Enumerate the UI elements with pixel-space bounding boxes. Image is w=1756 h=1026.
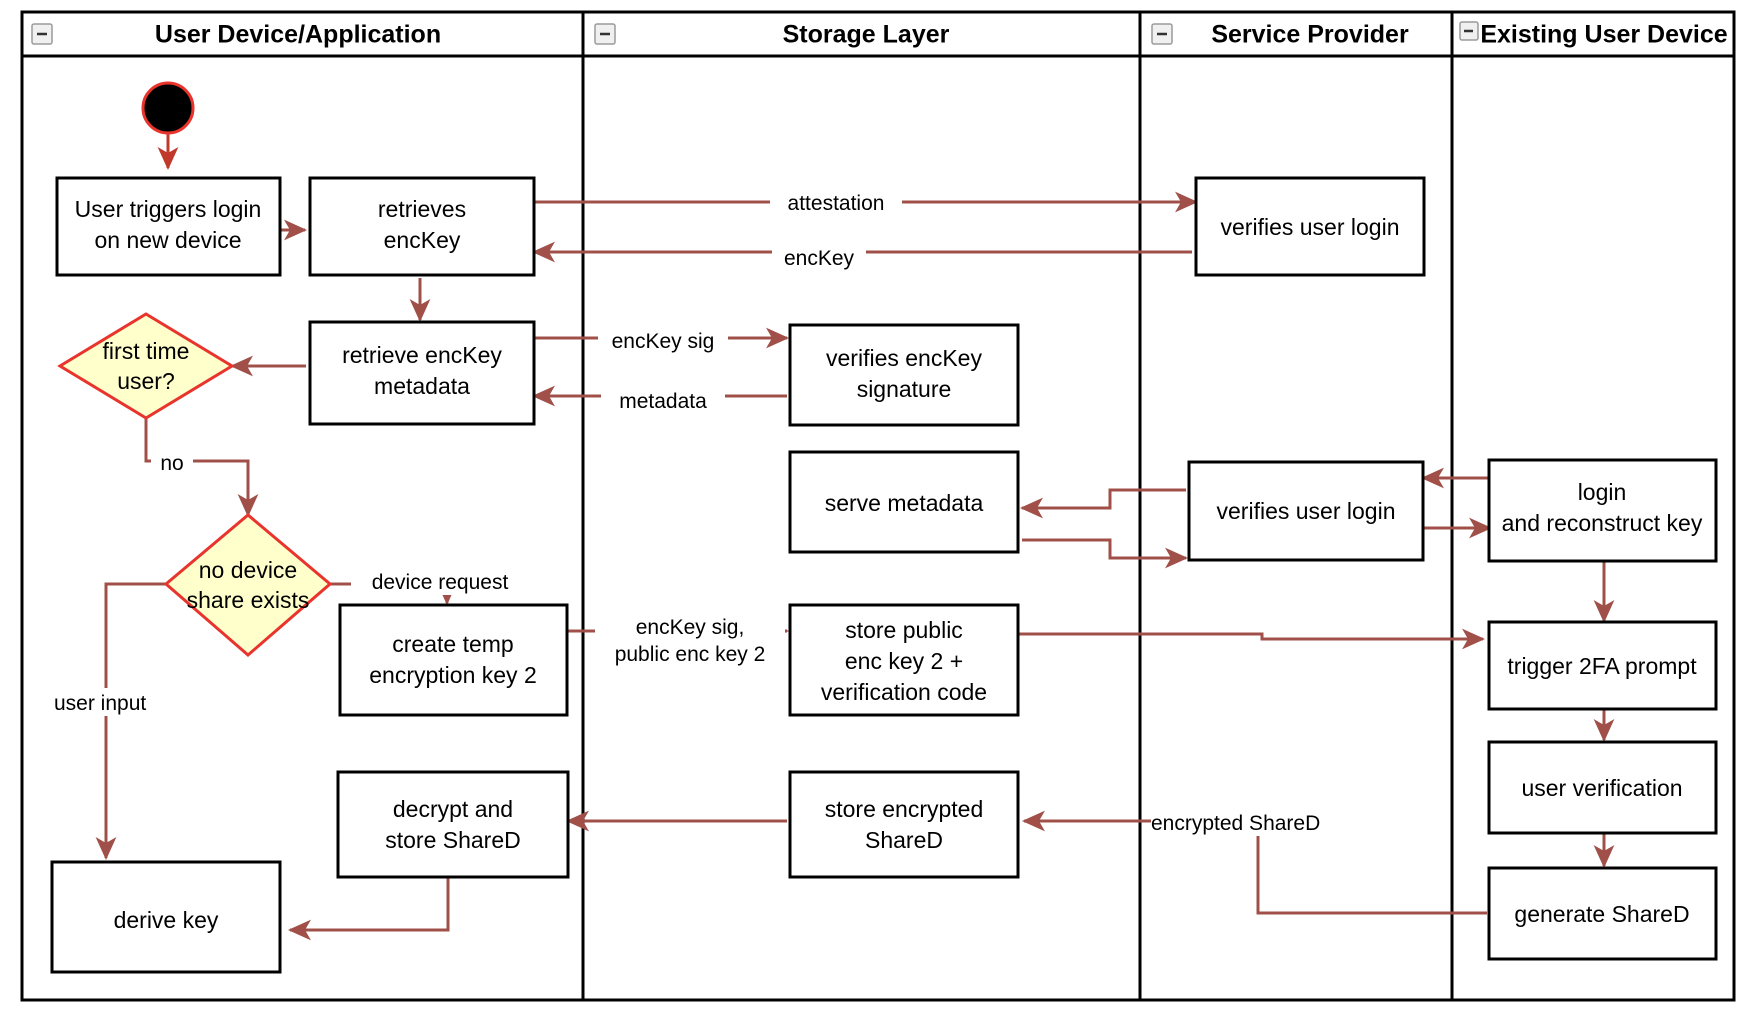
edge-label-enckey-sig-text: encKey sig bbox=[612, 330, 715, 353]
node-label-retrieves-enckey-line1: retrieves bbox=[378, 196, 466, 222]
node-user-triggers-login[interactable]: User triggers login on new device bbox=[55, 176, 282, 277]
node-label-user-verification: user verification bbox=[1521, 775, 1682, 801]
node-create-temp-encryption-key-2[interactable]: create temp encryption key 2 bbox=[338, 603, 569, 717]
edge-decrypt-to-derive-key bbox=[288, 877, 450, 941]
node-label-login-reconstruct-line2: and reconstruct key bbox=[1502, 510, 1703, 536]
lane-collapse-icon-user-device[interactable] bbox=[31, 23, 53, 45]
edge-store-public-to-trigger-2fa bbox=[1016, 628, 1485, 650]
node-serve-metadata[interactable]: serve metadata bbox=[788, 450, 1020, 554]
edge-label-no-text: no bbox=[160, 452, 183, 475]
node-decrypt-and-store-shared[interactable]: decrypt and store ShareD bbox=[336, 770, 570, 879]
node-label-create-temp-key-line2: encryption key 2 bbox=[369, 662, 536, 688]
edge-label-encrypted-shared: encrypted ShareD bbox=[1151, 808, 1345, 836]
node-verifies-user-login-1[interactable]: verifies user login bbox=[1194, 176, 1426, 277]
lane-title-user-device: User Device/Application bbox=[155, 21, 441, 49]
node-label-user-triggers-login-line1: User triggers login bbox=[75, 196, 262, 222]
lane-collapse-icon-service-provider[interactable] bbox=[1151, 23, 1173, 45]
decision-label-no-device-share-line2: share exists bbox=[187, 587, 310, 613]
edge-label-enckey-text: encKey bbox=[784, 247, 855, 270]
node-retrieve-enckey-metadata[interactable]: retrieve encKey metadata bbox=[308, 320, 536, 426]
initial-node bbox=[141, 81, 195, 135]
edge-label-enckey-sig-public-enc-key-2: encKey sig, public enc key 2 bbox=[595, 612, 785, 670]
lane-header-user-device[interactable]: User Device/Application bbox=[31, 21, 441, 49]
node-label-retrieve-metadata-line2: metadata bbox=[374, 373, 470, 399]
node-label-store-public-line1: store public bbox=[845, 617, 963, 643]
node-generate-shared[interactable]: generate ShareD bbox=[1487, 866, 1718, 961]
node-label-verifies-user-login-1: verifies user login bbox=[1221, 214, 1400, 240]
node-derive-key[interactable]: derive key bbox=[50, 860, 282, 974]
decision-label-no-device-share-line1: no device bbox=[199, 557, 297, 583]
lane-collapse-icon-existing-device[interactable] bbox=[1459, 21, 1479, 41]
node-store-public-enc-key-2[interactable]: store public enc key 2 + verification co… bbox=[788, 603, 1020, 717]
edge-service-provider-to-serve-metadata bbox=[1020, 488, 1186, 519]
node-label-store-public-line2: enc key 2 + bbox=[845, 648, 963, 674]
edge-generate-shared-to-store-encrypted bbox=[1022, 810, 1487, 915]
edge-serve-metadata-to-service-provider bbox=[1022, 538, 1188, 569]
edge-label-user-input: user input bbox=[52, 688, 164, 716]
edge-label-device-request: device request bbox=[351, 567, 529, 595]
lane-title-existing-device: Existing User Device bbox=[1480, 21, 1727, 49]
edge-label-attestation-text: attestation bbox=[788, 192, 885, 215]
lane-header-storage[interactable]: Storage Layer bbox=[594, 21, 950, 49]
node-trigger-2fa-prompt[interactable]: trigger 2FA prompt bbox=[1487, 620, 1718, 711]
lane-title-service-provider: Service Provider bbox=[1211, 21, 1409, 49]
lane-collapse-icon-storage[interactable] bbox=[594, 23, 616, 45]
node-verifies-enckey-signature[interactable]: verifies encKey signature bbox=[788, 323, 1020, 427]
edge-label-enckey-sig-public-line2: public enc key 2 bbox=[615, 643, 766, 666]
node-label-decrypt-store-shared-line1: decrypt and bbox=[393, 796, 513, 822]
edge-no-device-share-user-input bbox=[95, 582, 166, 860]
node-label-trigger-2fa-prompt: trigger 2FA prompt bbox=[1507, 653, 1697, 679]
edge-label-device-request-text: device request bbox=[372, 571, 509, 594]
node-label-store-encrypted-shared-line1: store encrypted bbox=[825, 796, 984, 822]
node-store-encrypted-shared[interactable]: store encrypted ShareD bbox=[788, 770, 1020, 879]
lane-title-storage: Storage Layer bbox=[783, 21, 950, 49]
edge-label-metadata: metadata bbox=[601, 386, 725, 414]
node-label-verifies-enckey-sig-line2: signature bbox=[857, 376, 952, 402]
node-label-user-triggers-login-line2: on new device bbox=[94, 227, 241, 253]
lane-header-existing-device[interactable]: Existing User Device bbox=[1459, 21, 1728, 49]
node-label-serve-metadata: serve metadata bbox=[825, 490, 984, 516]
lane-frame bbox=[20, 10, 1736, 1002]
edge-label-enckey: encKey bbox=[772, 243, 866, 271]
edge-label-user-input-text: user input bbox=[54, 692, 146, 715]
lane-header-service-provider[interactable]: Service Provider bbox=[1151, 21, 1409, 49]
edge-label-enckey-sig: encKey sig bbox=[598, 326, 728, 354]
edge-label-no: no bbox=[151, 448, 193, 476]
node-label-retrieve-metadata-line1: retrieve encKey bbox=[342, 342, 502, 368]
decision-no-device-share-exists[interactable]: no device share exists bbox=[163, 513, 333, 657]
edge-first-time-user-no bbox=[144, 418, 259, 517]
edge-label-attestation: attestation bbox=[770, 188, 902, 216]
node-label-derive-key: derive key bbox=[114, 907, 219, 933]
edge-label-encrypted-shared-text: encrypted ShareD bbox=[1151, 812, 1320, 835]
node-label-verifies-user-login-2: verifies user login bbox=[1217, 498, 1396, 524]
node-retrieves-enckey[interactable]: retrieves encKey bbox=[308, 176, 536, 277]
node-label-retrieves-enckey-line2: encKey bbox=[384, 227, 461, 253]
node-verifies-user-login-2[interactable]: verifies user login bbox=[1187, 460, 1425, 562]
node-label-create-temp-key-line1: create temp bbox=[392, 631, 513, 657]
node-label-generate-shared: generate ShareD bbox=[1514, 901, 1689, 927]
node-label-decrypt-store-shared-line2: store ShareD bbox=[385, 827, 521, 853]
node-label-store-public-line3: verification code bbox=[821, 679, 987, 705]
decision-label-first-time-user-line2: user? bbox=[117, 368, 175, 394]
node-login-and-reconstruct-key[interactable]: login and reconstruct key bbox=[1487, 458, 1718, 563]
decision-first-time-user[interactable]: first time user? bbox=[57, 312, 235, 420]
node-label-verifies-enckey-sig-line1: verifies encKey bbox=[826, 345, 982, 371]
decision-label-first-time-user-line1: first time bbox=[103, 338, 190, 364]
edge-label-metadata-text: metadata bbox=[619, 390, 707, 413]
node-user-verification[interactable]: user verification bbox=[1487, 740, 1718, 835]
node-label-store-encrypted-shared-line2: ShareD bbox=[865, 827, 943, 853]
node-label-login-reconstruct-line1: login bbox=[1578, 479, 1627, 505]
edge-label-enckey-sig-public-line1: encKey sig, bbox=[636, 616, 745, 639]
